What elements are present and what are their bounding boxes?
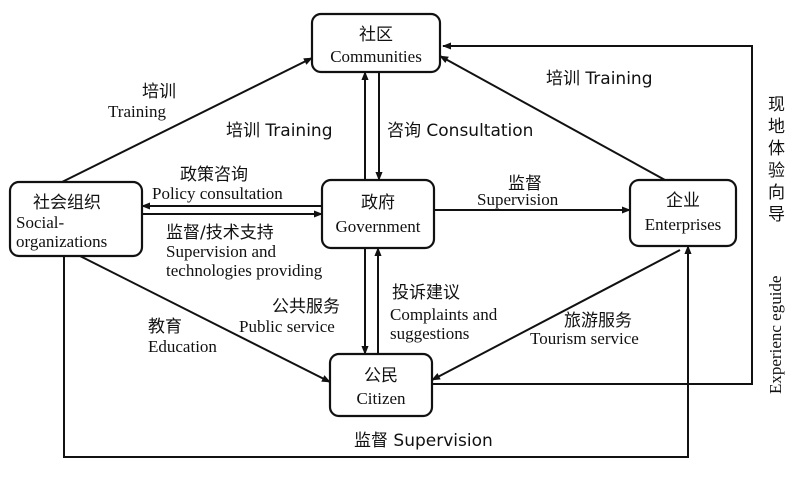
label-ent-cit-cn: 旅游服务 [564, 311, 632, 331]
node-citizen-en: Citizen [356, 389, 406, 408]
label-cit-gov-cn: 投诉建议 [392, 283, 460, 303]
label-gov-social-en: Policy consultation [152, 184, 283, 203]
label-gov-cit-en: Public service [239, 317, 335, 336]
arrow-bottom-supervision [63, 245, 692, 458]
node-government: 政府 Government [320, 178, 436, 250]
arrow-enterprises-to-citizen [431, 249, 681, 381]
arrow-social-to-citizen [79, 255, 331, 383]
node-enterprises-cn: 企业 [666, 191, 700, 211]
label-cit-gov-en1: Complaints and [390, 305, 498, 324]
label-ent-comm-training: 培训 Training [546, 69, 652, 89]
label-ent-cit-en: Tourism service [530, 329, 639, 348]
label-gov-social-cn: 政策咨询 [180, 165, 248, 185]
arrow-experience-guide [432, 42, 753, 385]
node-communities: 社区 Communities [310, 12, 442, 74]
label-gov-comm-training: 培训 Training [226, 121, 332, 141]
node-citizen: 公民 Citizen [328, 352, 434, 418]
node-social-cn: 社会组织 [33, 193, 101, 213]
label-bottom-supervision: 监督 Supervision [354, 431, 493, 451]
node-enterprises: 企业 Enterprises [628, 178, 738, 248]
label-cit-gov-en2: suggestions [390, 324, 469, 343]
label-gov-cit-cn: 公共服务 [272, 297, 340, 317]
label-comm-gov-consultation: 咨询 Consultation [387, 121, 533, 141]
label-side-en: Experienc eguide [766, 276, 785, 394]
label-gov-ent-en: Supervision [477, 190, 559, 209]
arrow-enterprises-to-communities [439, 55, 666, 181]
label-social-gov-en2: technologies providing [166, 261, 323, 280]
node-government-en: Government [336, 217, 421, 236]
label-social-gov-cn: 监督/技术支持 [166, 223, 274, 243]
node-communities-cn: 社区 [359, 25, 393, 45]
node-social-organizations: 社会组织 Social- organizations [8, 180, 144, 258]
label-side-cn: 现地体验向导 [768, 95, 785, 225]
node-government-cn: 政府 [361, 193, 395, 213]
label-social-cit-en: Education [148, 337, 217, 356]
label-social-comm-cn: 培训 [142, 82, 176, 102]
label-social-gov-en1: Supervision and [166, 242, 277, 261]
node-social-en1: Social- [16, 213, 64, 232]
node-social-en2: organizations [16, 232, 107, 251]
label-social-cit-cn: 教育 [148, 317, 182, 337]
label-gov-ent-cn: 监督 [508, 174, 542, 194]
node-citizen-cn: 公民 [364, 366, 398, 386]
label-social-comm-en: Training [108, 102, 166, 121]
node-communities-en: Communities [330, 47, 422, 66]
node-enterprises-en: Enterprises [645, 215, 721, 234]
arrow-social-to-communities [61, 57, 313, 183]
